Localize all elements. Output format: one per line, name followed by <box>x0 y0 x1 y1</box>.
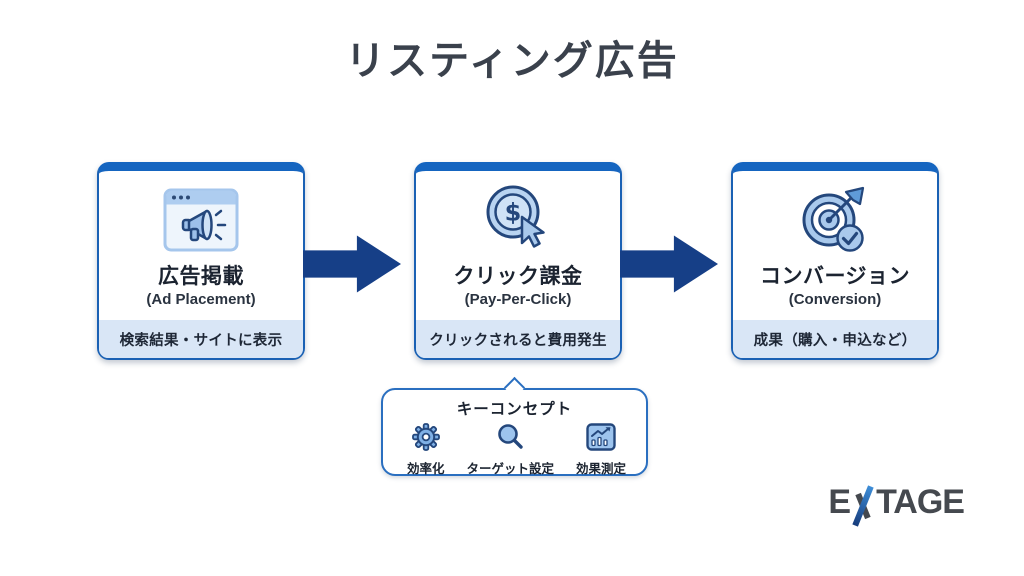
page-title: リスティング広告 <box>345 39 679 83</box>
item-label: 効果測定 <box>575 462 626 476</box>
megaphone-browser-icon <box>163 176 239 264</box>
dollar-symbol: $ <box>505 199 522 227</box>
step-card-conversion: コンバージョン (Conversion) 成果（購入・申込など） <box>731 162 939 360</box>
step-note: 成果（購入・申込など） <box>733 320 937 358</box>
step-title: クリック課金 <box>453 265 583 288</box>
logo-text-left: E <box>828 483 851 521</box>
step-title: コンバージョン <box>759 265 911 288</box>
bubble-pointer <box>503 376 525 399</box>
item-label: ターゲット設定 <box>466 462 554 476</box>
target-check-icon <box>798 176 872 264</box>
logo-text-right: TAGE <box>876 483 965 521</box>
key-concept-item-measurement: 効果測定 <box>576 423 626 477</box>
step-subtitle: (Pay-Per-Click) <box>464 291 572 308</box>
step-note: 検索結果・サイトに表示 <box>99 320 303 358</box>
item-label: 効率化 <box>407 462 445 476</box>
key-concept-bubble: キーコンセプト <box>381 376 648 477</box>
magnifier-icon <box>496 423 524 456</box>
step-subtitle: (Conversion) <box>788 291 882 308</box>
step-note: クリックされると費用発生 <box>416 320 620 358</box>
step-card-ad-placement: 広告掲載 (Ad Placement) 検索結果・サイトに表示 <box>97 162 305 360</box>
chart-icon <box>586 423 616 456</box>
extage-logo: E TAGE <box>828 483 965 527</box>
gear-icon <box>411 423 440 456</box>
flow-arrow-icon <box>620 235 718 293</box>
key-concept-item-targeting: ターゲット設定 <box>466 423 554 477</box>
step-card-pay-per-click: $ クリック課金 (Pay-Per-Click) クリックされると費用発生 <box>414 162 622 360</box>
logo-x-blue-stroke <box>852 485 874 527</box>
coin-cursor-icon: $ <box>483 176 553 264</box>
logo-x-letter <box>851 485 875 527</box>
step-title: 広告掲載 <box>158 265 244 288</box>
flow-arrow-icon <box>303 235 401 293</box>
key-concept-item-efficiency: 効率化 <box>407 423 445 477</box>
step-subtitle: (Ad Placement) <box>146 291 256 308</box>
key-concept-title: キーコンセプト <box>456 401 573 418</box>
